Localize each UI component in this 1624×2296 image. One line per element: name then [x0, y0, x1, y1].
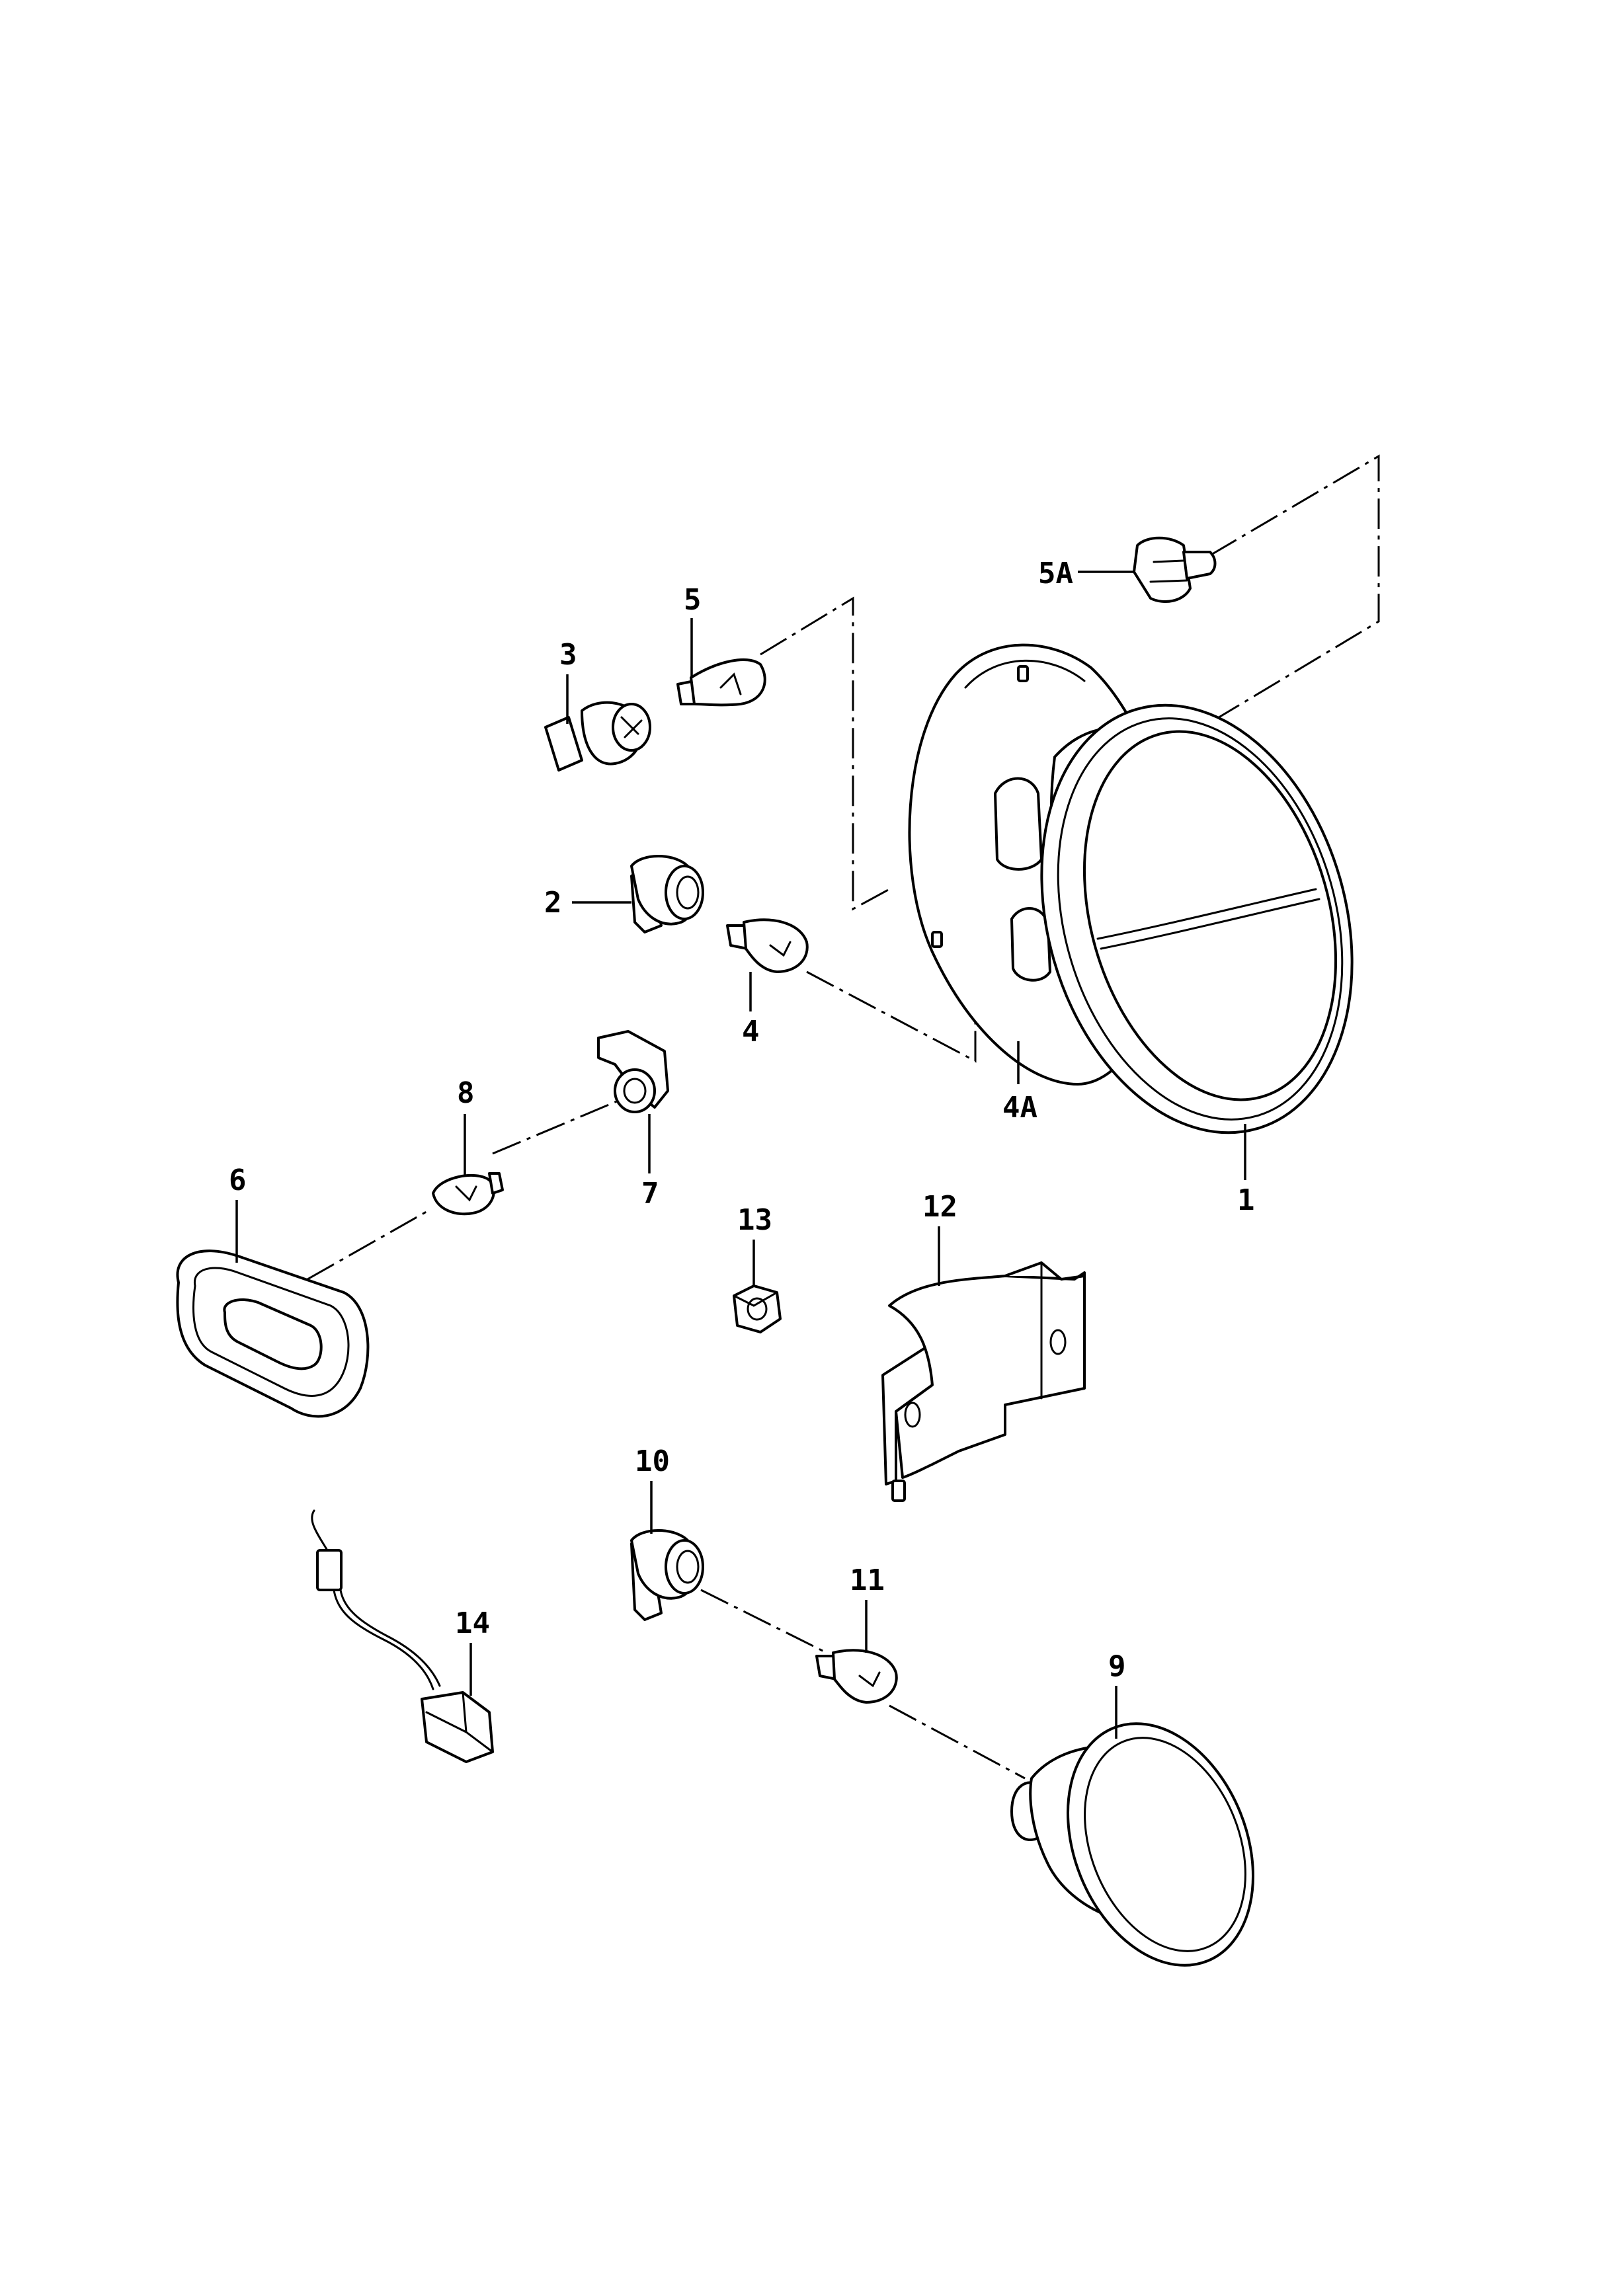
leader-lines	[235, 571, 1246, 1739]
bulb-holder-2	[630, 855, 704, 933]
callout-7: 7	[641, 1177, 659, 1210]
mounting-bracket	[881, 1261, 1086, 1502]
bulb-4	[726, 918, 809, 973]
callout-10: 10	[635, 1445, 670, 1478]
callout-3: 3	[559, 638, 577, 672]
callout-4: 4	[742, 1015, 760, 1049]
adjusting-element	[1133, 536, 1217, 603]
bulb-5	[676, 658, 766, 707]
hex-nut	[733, 1285, 782, 1333]
callout-9: 9	[1108, 1649, 1126, 1683]
bulb-holder-10	[630, 1529, 704, 1621]
wiring-harness	[311, 1509, 494, 1763]
callout-5: 5	[684, 583, 702, 617]
callout-5a: 5A	[1038, 557, 1073, 590]
callout-14: 14	[455, 1606, 490, 1640]
callout-13: 13	[737, 1203, 772, 1237]
callout-8: 8	[457, 1076, 475, 1110]
callout-12: 12	[922, 1190, 957, 1224]
callout-4a: 4A	[1002, 1091, 1037, 1125]
callout-11: 11	[850, 1564, 885, 1597]
callout-6: 6	[229, 1164, 247, 1197]
fog-lamp	[1010, 1722, 1254, 1967]
assembly-lines	[307, 454, 1380, 1780]
callout-labels: 1 2 3 4 4A 5 5A 6 7 8 9 10 11 12 13 14	[229, 557, 1255, 1683]
headlamp-lens	[1082, 730, 1338, 1101]
callout-1: 1	[1237, 1183, 1255, 1217]
bulb-8	[432, 1172, 504, 1216]
callout-2: 2	[544, 886, 562, 920]
headlamp-assembly	[908, 643, 1354, 1134]
bulb-holder-3	[544, 701, 651, 772]
bulb-11	[815, 1649, 898, 1704]
bulb-holder-7	[597, 1030, 669, 1113]
side-marker-lamp	[176, 1249, 370, 1418]
